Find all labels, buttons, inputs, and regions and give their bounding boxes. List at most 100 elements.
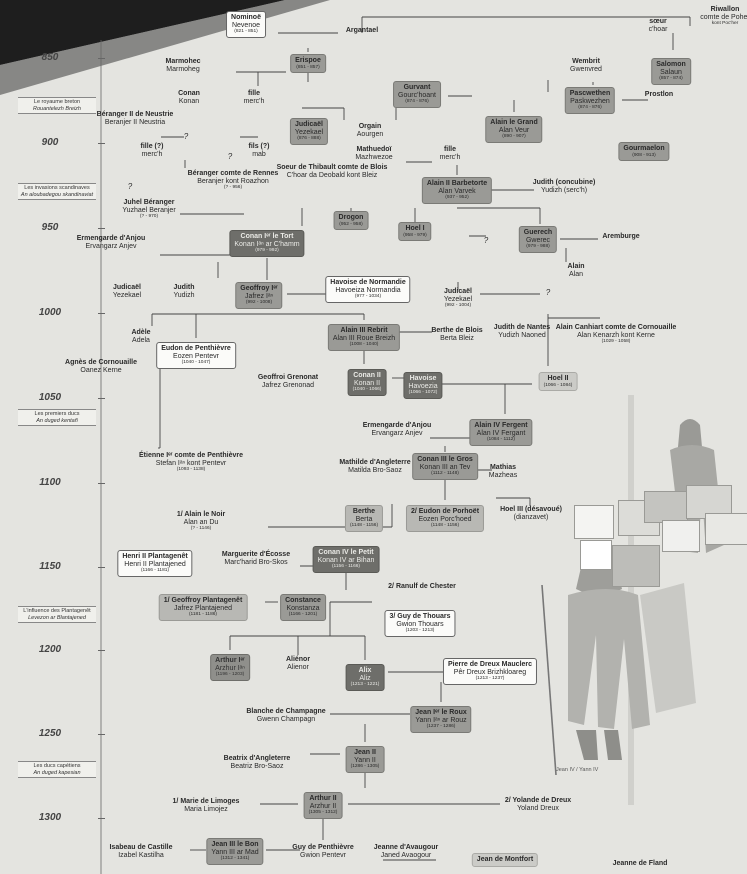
person-reign-dates: (? - 970) xyxy=(139,214,159,220)
person-name: Havoise xyxy=(409,375,437,382)
person-name: Gourmaelon xyxy=(623,145,665,152)
era-label-fr: Le royaume breton xyxy=(33,99,81,105)
timeline-tick xyxy=(98,734,105,735)
person-name: Conan Iᵉʳ le Tort xyxy=(240,233,294,240)
person-reign-dates: (1196 - 1203) xyxy=(215,672,245,678)
timeline-year: 1300 xyxy=(38,812,62,823)
person-reign-dates: (874 - 876) xyxy=(578,105,602,111)
person-alt-name: Konan Iᵃⁿ ar C'hamm xyxy=(234,240,300,248)
person-reign-dates: (1156 - 1166) xyxy=(331,564,361,570)
person-name: Wembrit xyxy=(572,58,600,65)
person-hoel2: Hoel II(1066 - 1084) xyxy=(538,372,578,392)
person-alt-name: Yann II xyxy=(354,756,376,764)
person-name: Alain IV Fergent xyxy=(474,422,528,429)
person-name: Hoel I xyxy=(405,225,425,232)
timeline-tick xyxy=(98,483,105,484)
person-name: Alain Canhiart comte de Cornouaille xyxy=(555,324,677,331)
person-alt-name: c'hoar xyxy=(648,25,668,33)
timeline-tick xyxy=(98,567,105,568)
person-name: Geoffroi Grenonat xyxy=(257,374,319,381)
person-alt-name: Berta Bleiz xyxy=(440,334,474,342)
person-reign-dates: (1213 - 1221) xyxy=(350,682,380,688)
person-name: Pierre de Dreux Mauclerc xyxy=(447,661,533,668)
person-reign-dates: (977 - 1034) xyxy=(354,294,382,300)
person-alt-name: Eozen Pentevr xyxy=(173,352,219,360)
person-drogon: Drogon(952 - 958) xyxy=(333,211,369,231)
person-alt-name: Yudizh Naoned xyxy=(498,331,546,339)
person-alt-name: Adela xyxy=(132,336,150,344)
person-reign-dates: (1148 - 1156) xyxy=(349,523,379,529)
person-alt-name: (dianzavet) xyxy=(513,513,549,521)
person-name: Henri II Plantagenêt xyxy=(122,553,188,560)
person-name: fils (?) xyxy=(248,143,270,150)
heraldic-panel xyxy=(705,513,747,545)
person-name: Mathilde d'Angleterre xyxy=(339,459,411,466)
person-name: Mathias xyxy=(489,464,517,471)
person-name: Béranger II de Neustrie xyxy=(96,111,174,118)
person-alt-name: Yezekael xyxy=(443,295,473,303)
person-alt-name: Gwion Thouars xyxy=(396,620,444,628)
person-alt-name: Konan IV ar Bihan xyxy=(317,556,375,564)
person-name: Étienne Iᵉʳ comte de Penthièvre xyxy=(139,452,243,459)
person-alt-name: Yann Iᵃⁿ ar Rouz xyxy=(415,716,467,724)
person-name: fille xyxy=(443,146,457,153)
person-reign-dates: (890 - 907) xyxy=(502,134,526,140)
person-alt-name: Gwerec xyxy=(525,236,551,244)
unknown-mark: ? xyxy=(227,152,233,161)
person-name: Beatrix d'Angleterre xyxy=(223,755,291,762)
person-name: Alain II Barbetorte xyxy=(426,180,488,187)
person-name: Agnès de Cornouaille xyxy=(65,359,137,366)
person-name: 2/ Ranulf de Chester xyxy=(388,583,456,590)
heraldic-panel xyxy=(662,520,700,552)
person-alt-name: Beranjer II Neustria xyxy=(104,118,166,126)
person-alt-name: Arzhur Iᵃⁿ xyxy=(215,664,245,672)
knight-silhouette xyxy=(541,395,724,805)
knight-illustration: Jean IV / Yann IV xyxy=(520,395,747,805)
person-reign-dates: (1166 - 1201) xyxy=(288,612,318,618)
person-name: Pascwethen xyxy=(569,90,611,97)
person-alt-name: Izabel Kastilha xyxy=(118,851,164,859)
timeline-tick xyxy=(98,650,105,651)
person-alt-name: mab xyxy=(252,150,266,158)
person-alt-name: Gwenn Champagn xyxy=(256,715,316,723)
person-alt-name: Paskwezhen xyxy=(570,97,610,105)
person-name: Ermengarde d'Anjou xyxy=(76,235,146,242)
person-hoel3: Hoel III (désavoué)(dianzavet) xyxy=(496,504,566,523)
person-reign-dates: (1008 - 1040) xyxy=(349,342,379,348)
person-alt-name: Yezekael xyxy=(294,128,324,136)
person-name: Orgain xyxy=(358,123,382,130)
person-alt-name: Yezekael xyxy=(112,291,142,299)
person-reign-dates: (1066 - 1084) xyxy=(543,382,573,388)
person-name: Hoel III (désavoué) xyxy=(500,506,562,513)
person-reign-dates: (1286 - 1305) xyxy=(350,764,380,770)
